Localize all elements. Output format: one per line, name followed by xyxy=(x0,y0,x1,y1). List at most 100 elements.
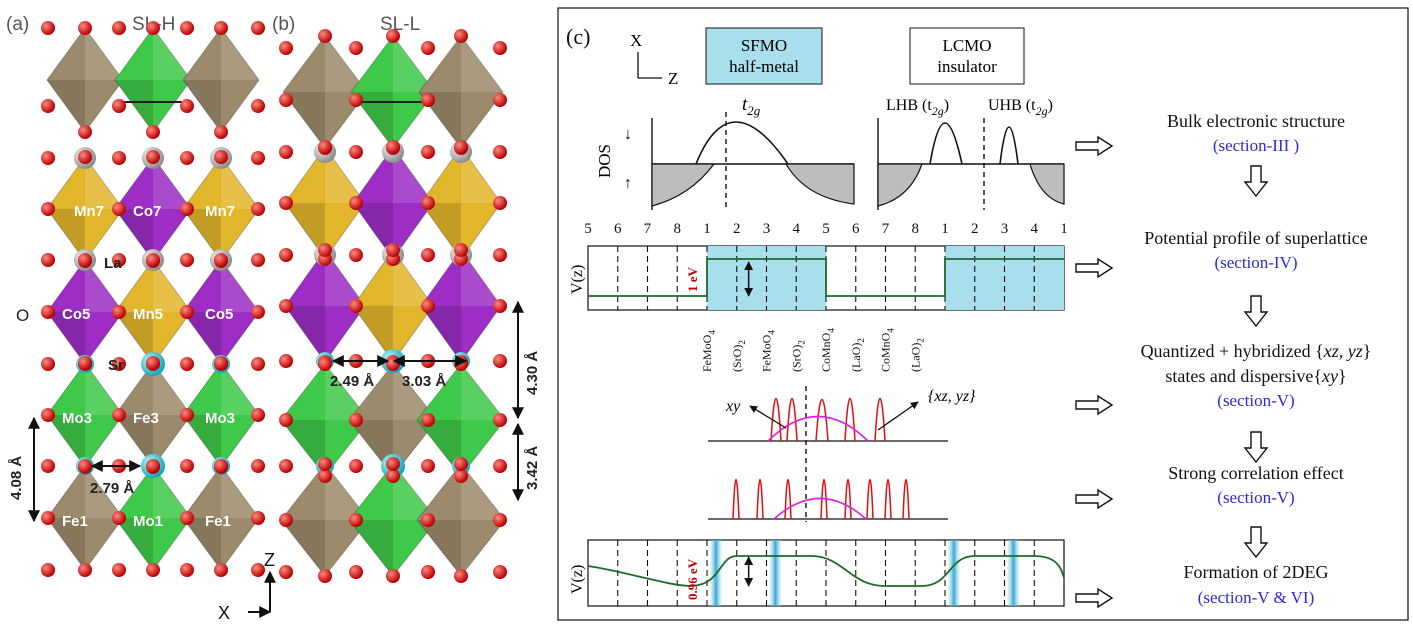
correlated-state xyxy=(866,479,874,520)
oxygen-atom xyxy=(454,469,468,483)
oxygen-atom xyxy=(112,253,126,267)
oxygen-atom xyxy=(279,413,293,427)
axis-z-label: Z xyxy=(264,550,275,570)
mo-octahedron-facet xyxy=(47,415,85,467)
oxygen-atom xyxy=(214,459,228,473)
xzyz-pointer xyxy=(877,401,919,431)
layer-label: CoMnO4 xyxy=(819,328,836,372)
oxygen-atom xyxy=(454,140,468,154)
height-label-top: 4.30 Å xyxy=(524,351,541,395)
oxygen-atom xyxy=(251,253,265,267)
atom-label-mn7: Mn7 xyxy=(74,203,104,220)
flow-step-1-section: (section-III ) xyxy=(1213,136,1299,155)
atom-label-fe1: Fe1 xyxy=(205,513,231,530)
oxygen-atom xyxy=(41,253,55,267)
oxygen-atom xyxy=(454,457,468,471)
layer-number: 8 xyxy=(912,221,920,237)
flow-step-5-title: Formation of 2DEG xyxy=(1184,562,1329,582)
layer-number: 4 xyxy=(1031,221,1039,237)
bond-length-label: 2.79 Å xyxy=(90,480,134,497)
oxygen-atom xyxy=(112,305,126,319)
sfmo-title: SFMO xyxy=(741,36,787,55)
oxygen-atom xyxy=(41,357,55,371)
oxygen-atom xyxy=(386,29,400,43)
oxygen-atom xyxy=(493,93,507,107)
co-octahedron-facet xyxy=(153,157,191,209)
right-arrow-icon xyxy=(1075,135,1114,157)
dispersive-xy-band xyxy=(767,415,869,442)
atom-label-mn7: Mn7 xyxy=(205,203,235,220)
oxygen-atom xyxy=(112,408,126,422)
co-octahedron-facet xyxy=(183,312,221,364)
layer-label: (SrO)2 xyxy=(789,340,806,372)
layer-number: 6 xyxy=(852,221,860,237)
fe-octahedron-facet xyxy=(283,92,325,148)
oxygen-atom xyxy=(146,563,160,577)
atom-label-co5: Co5 xyxy=(205,306,233,323)
oxygen-atom xyxy=(318,243,332,257)
oxygen-atom xyxy=(421,513,435,527)
atom-label-o: O xyxy=(16,306,29,325)
co-octahedron-facet xyxy=(115,209,153,261)
fe-octahedron-facet xyxy=(183,80,221,132)
flow-step-4-title: Strong correlation effect xyxy=(1168,463,1344,483)
panel-c-frame xyxy=(557,7,1409,621)
mn-octahedron-facet xyxy=(353,306,393,362)
oxygen-atom xyxy=(146,459,160,473)
crystal-structure-sl-l xyxy=(279,29,507,583)
flow-step-4-section: (section-V) xyxy=(1217,488,1294,507)
layer-number: 1 xyxy=(703,221,711,237)
oxygen-atom xyxy=(318,357,332,371)
atom-label-mo3: Mo3 xyxy=(62,410,92,427)
fe-octahedron-facet xyxy=(461,464,505,520)
oxygen-atom xyxy=(112,151,126,165)
oxygen-atom xyxy=(386,243,400,257)
mo-octahedron-facet xyxy=(115,518,153,570)
dos-t2g-band xyxy=(695,121,789,165)
layer-number: 1 xyxy=(941,221,949,237)
oxygen-atom xyxy=(180,563,194,577)
oxygen-atom xyxy=(318,569,332,583)
right-arrow-icon xyxy=(1075,488,1114,510)
mo-octahedron-facet xyxy=(351,92,393,148)
atom-label-la: La xyxy=(104,255,122,272)
oxygen-atom xyxy=(41,99,55,113)
oxygen-atom xyxy=(349,93,363,107)
co-octahedron-facet xyxy=(421,306,461,362)
mn-octahedron-facet xyxy=(393,250,433,306)
mo-octahedron-facet xyxy=(325,364,369,420)
oxygen-atom xyxy=(349,248,363,262)
oxygen-atom xyxy=(279,565,293,579)
fe-octahedron-facet xyxy=(85,28,123,80)
oxygen-atom xyxy=(421,41,435,55)
oxygen-atom xyxy=(493,565,507,579)
oxygen-atom xyxy=(78,21,92,35)
correlated-state xyxy=(820,479,828,520)
bond-label-right: 3.03 Å xyxy=(402,373,446,390)
right-arrow-icon xyxy=(1075,587,1114,609)
height-label-bottom: 3.42 Å xyxy=(524,446,541,490)
flow-step-5-section: (section-V & VI) xyxy=(1198,588,1314,607)
oxygen-atom xyxy=(421,565,435,579)
fe-octahedron-facet xyxy=(221,466,259,518)
mn-octahedron-facet xyxy=(325,147,365,203)
layer-number: 8 xyxy=(674,221,682,237)
oxygen-atom xyxy=(112,99,126,113)
fe-octahedron-facet xyxy=(325,36,367,92)
oxygen-atom xyxy=(421,299,435,313)
mo-octahedron-facet xyxy=(221,363,259,415)
oxygen-atom xyxy=(493,299,507,313)
co-octahedron-facet xyxy=(461,250,501,306)
oxygen-atom xyxy=(112,21,126,35)
axis-x-label: X xyxy=(630,31,642,50)
down-arrow-icon xyxy=(1243,165,1269,198)
oxygen-atom xyxy=(421,196,435,210)
mo-octahedron-facet xyxy=(115,80,153,132)
layer-number: 7 xyxy=(644,221,652,237)
layer-label: FeMoO4 xyxy=(760,330,777,372)
fe-octahedron-facet xyxy=(153,363,191,415)
lcmo-subtitle: insulator xyxy=(937,57,997,76)
potential-line xyxy=(587,555,1065,587)
correlated-state xyxy=(884,479,892,520)
xzyz-label: {xz, yz} xyxy=(928,388,976,405)
